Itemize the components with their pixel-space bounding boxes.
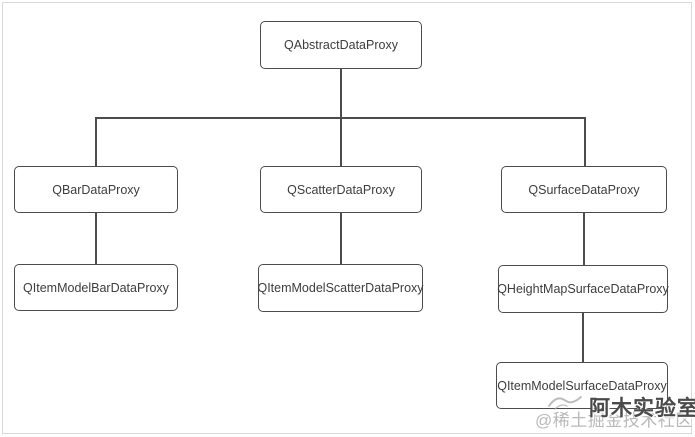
node-qbardataproxy: QBarDataProxy (14, 166, 178, 213)
node-qsurfacedataproxy: QSurfaceDataProxy (501, 166, 667, 213)
watermark-amu-lab: 阿木实验室 (589, 397, 695, 420)
node-qscatterdataproxy: QScatterDataProxy (260, 166, 422, 213)
connector-drop-bar (95, 117, 97, 167)
node-label: QItemModelBarDataProxy (23, 280, 169, 295)
node-qheightmapsurfacedataproxy: QHeightMapSurfaceDataProxy (497, 265, 669, 313)
node-label: QAbstractDataProxy (284, 38, 398, 52)
node-qitemmodelscatterdataproxy: QItemModelScatterDataProxy (257, 264, 424, 312)
connector-heightmap-child (582, 312, 584, 363)
connector-root-stem (340, 69, 342, 118)
watermark-juejin: @稀土掘金技术社区 (535, 411, 693, 430)
connector-surface-child (583, 212, 585, 266)
connector-drop-scatter (340, 117, 342, 167)
node-label: QHeightMapSurfaceDataProxy (497, 282, 669, 296)
node-label: QSurfaceDataProxy (528, 182, 640, 197)
node-label: QBarDataProxy (52, 182, 140, 197)
node-label: QItemModelScatterDataProxy (257, 281, 424, 295)
amu-lab-logo-icon (547, 390, 585, 417)
node-label: QItemModelSurfaceDataProxy (497, 378, 667, 393)
connector-drop-surface (584, 117, 586, 167)
node-label: QScatterDataProxy (287, 182, 395, 197)
connector-scatter-child (340, 212, 342, 265)
node-qabstractdataproxy: QAbstractDataProxy (260, 21, 422, 69)
connector-bar-child (95, 212, 97, 265)
node-qitemmodelbardataproxy: QItemModelBarDataProxy (14, 264, 178, 311)
node-qitemmodelsurfacedataproxy: QItemModelSurfaceDataProxy (496, 362, 668, 409)
